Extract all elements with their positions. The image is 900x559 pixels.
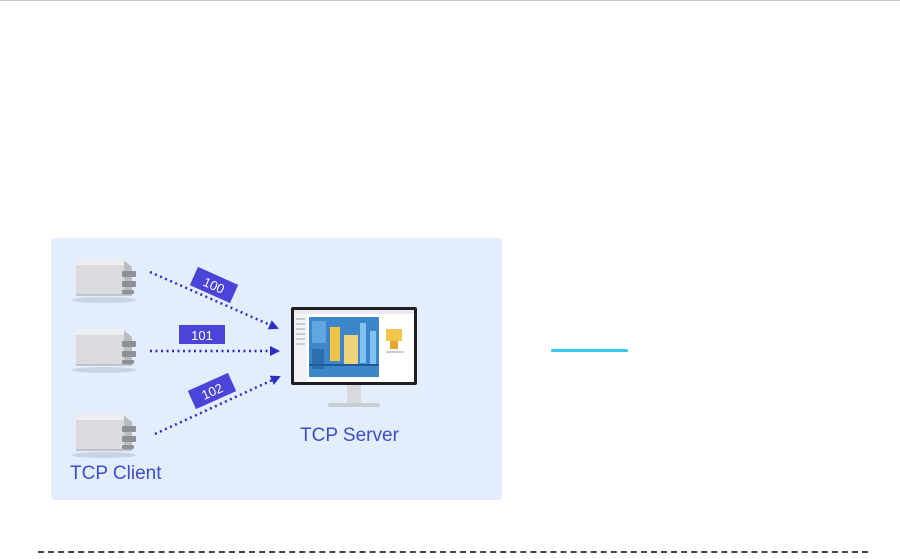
client-device-icon [72, 259, 136, 303]
client-device-icon [72, 329, 136, 373]
top-divider [0, 0, 900, 1]
tcp-server-label: TCP Server [300, 425, 399, 446]
dashed-divider [38, 551, 868, 553]
accent-line [551, 349, 628, 352]
tcp-client-label: TCP Client [70, 463, 162, 484]
server-monitor-icon [291, 307, 417, 407]
client-device-icon [72, 414, 136, 458]
